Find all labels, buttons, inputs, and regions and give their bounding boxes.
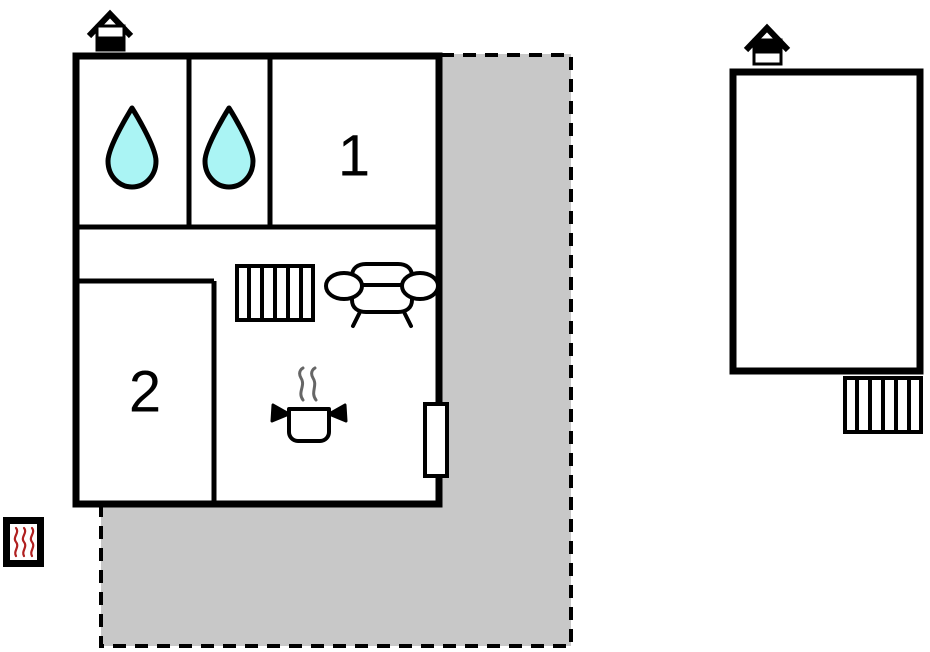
main-building-outer-wall [72, 52, 443, 508]
water-drop-shape-2 [202, 105, 256, 190]
room-number-1: 1 [338, 123, 370, 188]
room-number-2: 2 [129, 359, 161, 424]
secondary-building [729, 68, 924, 434]
entrance-icon [743, 23, 791, 66]
radiator-icon [843, 376, 923, 434]
sauna-wave [13, 526, 19, 558]
pot-handle-right [327, 403, 348, 423]
cooking-pot-icon [270, 366, 348, 443]
terrace-area [99, 53, 573, 648]
water-drop-icon [105, 105, 159, 190]
terrace-fill [101, 54, 571, 646]
entrance-fill-bottom [95, 36, 126, 52]
pot-steam-left [298, 366, 305, 402]
sauna-heat-icon [3, 517, 44, 567]
door-leaf[interactable] [423, 402, 449, 478]
sauna-wave [29, 526, 35, 558]
sofa-leg-right [402, 310, 413, 328]
secondary-building-wall [729, 68, 924, 375]
sofa-leg-left [351, 310, 362, 328]
pot-steam-right [310, 366, 318, 402]
sofa-backrest [350, 262, 414, 287]
sofa-icon [324, 262, 440, 328]
sofa-seat [350, 283, 414, 314]
main-building: 1 2 [72, 52, 449, 508]
entrance-fill-top [752, 38, 783, 54]
water-drop-shape-1 [105, 105, 159, 190]
pot-handle-left [270, 403, 291, 423]
sofa-armrest-right [400, 271, 440, 301]
water-drop-icon [202, 105, 256, 190]
pot-body [287, 407, 331, 443]
entrance-icon [86, 9, 134, 52]
radiator-icon [235, 264, 315, 322]
terrace-dashed-border [99, 53, 573, 648]
sofa-armrest-left [324, 271, 364, 301]
door-icon[interactable] [423, 402, 449, 478]
sauna-wave [21, 526, 27, 558]
